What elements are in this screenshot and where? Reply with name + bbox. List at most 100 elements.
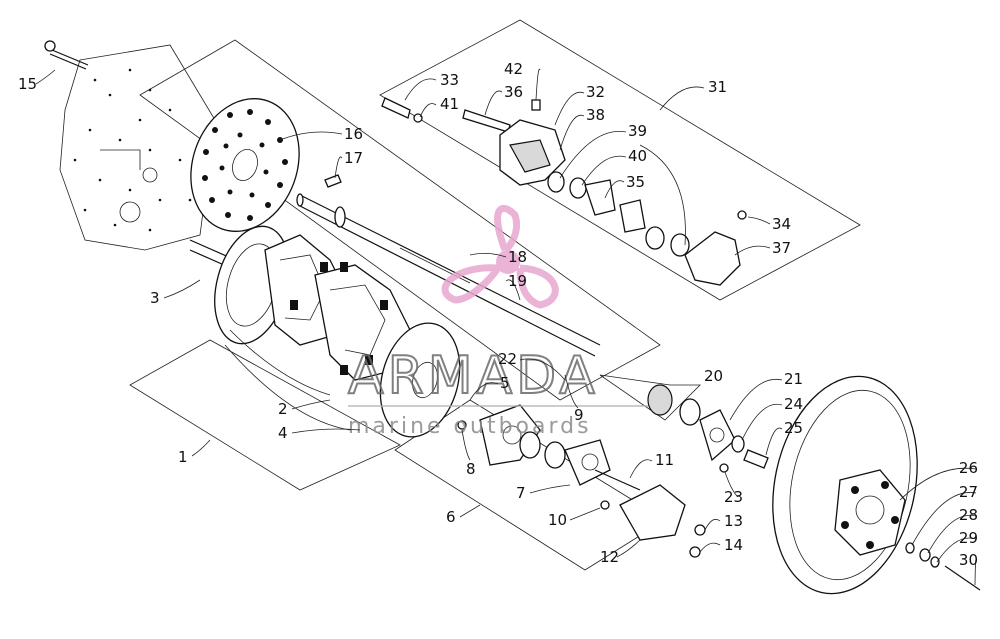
callout-12: 12 <box>600 548 619 566</box>
leader-line-35 <box>604 180 625 199</box>
callout-18: 18 <box>508 248 527 266</box>
callout-23: 23 <box>724 488 743 506</box>
callout-33: 33 <box>440 71 459 89</box>
callout-16: 16 <box>344 125 363 143</box>
bolt-15 <box>44 40 89 70</box>
callout-29: 29 <box>959 529 978 547</box>
callout-4: 4 <box>278 424 288 442</box>
leader-line-5 <box>469 382 499 401</box>
drive-shaft-18-19 <box>296 193 601 357</box>
group-box-20 <box>599 374 701 421</box>
callout-5: 5 <box>500 374 510 392</box>
callout-40: 40 <box>628 147 647 165</box>
callout-15: 15 <box>18 75 37 93</box>
callout-20: 20 <box>704 367 723 385</box>
leader-line-19 <box>505 279 521 301</box>
leader-line-32 <box>554 91 585 126</box>
leader-line-18 <box>469 253 507 258</box>
perforated-disc-16 <box>190 98 300 232</box>
leader-line-38 <box>559 114 585 151</box>
leader-line-22 <box>519 358 566 381</box>
callout-1: 1 <box>178 448 188 466</box>
callout-26: 26 <box>959 459 978 477</box>
leader-line-25 <box>765 427 783 456</box>
leader-line-17 <box>334 156 343 179</box>
callout-13: 13 <box>724 512 743 530</box>
propeller-logo-icon <box>441 205 559 309</box>
leader-line-6 <box>459 504 481 518</box>
callout-37: 37 <box>772 239 791 257</box>
callout-31: 31 <box>708 78 727 96</box>
leader-line-34 <box>747 216 771 225</box>
watermark-tagline: marine outboards <box>348 414 592 439</box>
leader-line-7 <box>529 484 571 494</box>
leader-line-42 <box>535 68 541 101</box>
leader-line-31 <box>659 86 705 111</box>
leader-line-4 <box>291 428 361 434</box>
callout-39: 39 <box>628 122 647 140</box>
callout-3: 3 <box>150 289 160 307</box>
callout-34: 34 <box>772 215 791 233</box>
leader-line-13 <box>704 518 721 531</box>
leader-line-8 <box>461 429 471 461</box>
callout-24: 24 <box>784 395 803 413</box>
key-17 <box>324 174 342 188</box>
leader-line-30 <box>974 559 977 586</box>
leader-line-2 <box>291 399 331 410</box>
leader-line-1 <box>191 439 211 457</box>
leader-line-26 <box>899 467 977 501</box>
leader-line-40 <box>581 155 627 186</box>
leader-line-41 <box>419 103 437 118</box>
leader-line-39 <box>559 130 627 179</box>
leader-line-28 <box>927 514 977 554</box>
leader-line-11 <box>629 459 653 479</box>
leader-line-23 <box>724 471 739 498</box>
callout-41: 41 <box>440 95 459 113</box>
leader-line-36 <box>484 90 503 116</box>
armada-logo: ARMADA marine outboards <box>347 205 648 439</box>
leader-line-37 <box>734 245 771 256</box>
callout-11: 11 <box>655 451 674 469</box>
callout-14: 14 <box>724 536 743 554</box>
callout-30: 30 <box>959 551 978 569</box>
callout-19: 19 <box>508 272 527 290</box>
callout-22: 22 <box>498 350 517 368</box>
callout-38: 38 <box>586 106 605 124</box>
leader-line-10 <box>569 507 601 521</box>
callout-2: 2 <box>278 400 288 418</box>
callout-25: 25 <box>784 419 803 437</box>
callout-35: 35 <box>626 173 645 191</box>
group-box-1 <box>129 339 401 491</box>
callout-9: 9 <box>574 406 584 424</box>
group-box-shaft <box>139 39 661 401</box>
callout-6: 6 <box>446 508 456 526</box>
driven-pulley <box>772 375 981 595</box>
callout-17: 17 <box>344 149 363 167</box>
leader-line-3 <box>163 279 201 299</box>
group-box-31 <box>379 19 861 301</box>
callout-8: 8 <box>466 460 476 478</box>
drive-clutch-assembly <box>189 225 461 438</box>
leader-line-14 <box>699 542 721 553</box>
callout-10: 10 <box>548 511 567 529</box>
leader-line-27 <box>911 492 977 546</box>
engine-block <box>59 44 216 251</box>
leader-line-9 <box>564 374 579 409</box>
callout-27: 27 <box>959 483 978 501</box>
callout-36: 36 <box>504 83 523 101</box>
caliper-group-31 <box>381 97 747 286</box>
leader-line-12 <box>616 539 641 558</box>
bearing-group-20 <box>647 384 769 473</box>
leader-line-24 <box>741 403 783 441</box>
leader-line-33 <box>404 78 437 101</box>
callout-21: 21 <box>784 370 803 388</box>
leader-line-29 <box>936 537 977 563</box>
callout-32: 32 <box>586 83 605 101</box>
leader-line-16 <box>279 131 343 141</box>
leader-line-15 <box>35 69 56 85</box>
callout-42: 42 <box>504 60 523 78</box>
leader-line-21 <box>729 378 783 421</box>
